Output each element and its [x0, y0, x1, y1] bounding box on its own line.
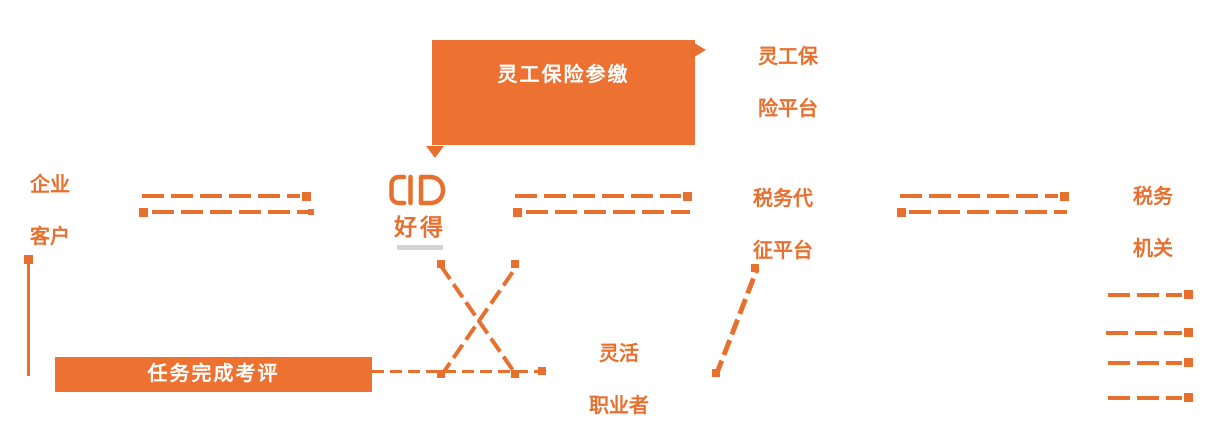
authority-to-taxagency-endpoint	[897, 208, 906, 217]
evaluation-to-worker-endpoint	[538, 367, 546, 375]
worker-to-taxagency-diagonal	[713, 268, 760, 377]
authority-row3-line	[1108, 361, 1182, 365]
platform-to-enterprise-line	[152, 210, 308, 214]
haode-logo-subtext	[397, 245, 443, 250]
authority-row2-endpoint	[1184, 328, 1193, 337]
enterprise-to-platform-line	[142, 194, 300, 198]
haode-logo: 好得	[384, 173, 456, 250]
task-evaluation-bar: 任务完成考评	[55, 357, 372, 392]
haode-logo-icon	[389, 174, 446, 206]
enterprise-down-line	[27, 262, 30, 376]
authority-to-taxagency-line	[909, 210, 1067, 214]
platform-to-enterprise-endpoint-small	[308, 209, 314, 215]
arrow-down-to-logo-icon	[426, 146, 444, 158]
platform-to-enterprise-endpoint	[139, 208, 148, 217]
authority-row4-endpoint	[1184, 393, 1193, 402]
diagonal-endpoint-top-left	[437, 260, 445, 268]
platform-to-taxagency-line	[515, 194, 681, 198]
enterprise-line1: 企业	[30, 174, 70, 196]
flexible-worker-label: 灵活 职业者	[586, 341, 652, 419]
insurance-payment-box: 灵工保险参缴	[432, 40, 695, 145]
task-evaluation-label: 任务完成考评	[147, 363, 280, 385]
authority-row4-line	[1108, 396, 1182, 400]
insurance-platform-line1: 灵工保	[758, 46, 818, 68]
authority-row3-endpoint	[1184, 358, 1193, 367]
insurance-payment-label: 灵工保险参缴	[497, 64, 630, 86]
platform-to-taxagency-endpoint	[683, 192, 692, 201]
insurance-platform-label: 灵工保 险平台	[758, 44, 818, 122]
enterprise-customer-label: 企业 客户	[30, 172, 70, 250]
authority-row1-endpoint	[1184, 290, 1193, 299]
worker-to-taxagency-start	[712, 369, 720, 377]
flexible-worker-line1: 灵活	[599, 343, 639, 365]
enterprise-down-endpoint	[24, 255, 33, 264]
taxagency-to-authority-endpoint	[1060, 192, 1069, 201]
tax-collection-platform-label: 税务代 征平台	[753, 186, 813, 264]
arrow-to-insurance-platform-icon	[691, 41, 706, 59]
enterprise-to-platform-endpoint	[302, 192, 311, 201]
tax-authority-line2: 机关	[1133, 238, 1173, 260]
flexible-worker-line2: 职业者	[589, 395, 649, 417]
taxagency-to-authority-line	[900, 194, 1058, 198]
haode-logo-text: 好得	[394, 214, 446, 240]
insurance-platform-line2: 险平台	[758, 98, 818, 120]
taxagency-to-platform-line	[526, 210, 690, 214]
evaluation-to-worker-line	[372, 370, 538, 373]
authority-row2-line	[1106, 331, 1182, 335]
taxagency-to-platform-endpoint	[513, 208, 522, 217]
authority-row1-line	[1108, 293, 1182, 297]
tax-authority-label: 税务 机关	[1133, 184, 1173, 262]
tax-collection-line1: 税务代	[753, 188, 813, 210]
diagonal-endpoint-top-right	[511, 260, 519, 268]
diagonal-endpoint-bottom-left	[437, 370, 445, 378]
worker-to-taxagency-end	[751, 264, 759, 272]
tax-collection-line2: 征平台	[753, 240, 813, 262]
enterprise-line2: 客户	[30, 226, 70, 248]
diagonal-endpoint-bottom-right	[511, 370, 519, 378]
tax-authority-line1: 税务	[1133, 186, 1173, 208]
